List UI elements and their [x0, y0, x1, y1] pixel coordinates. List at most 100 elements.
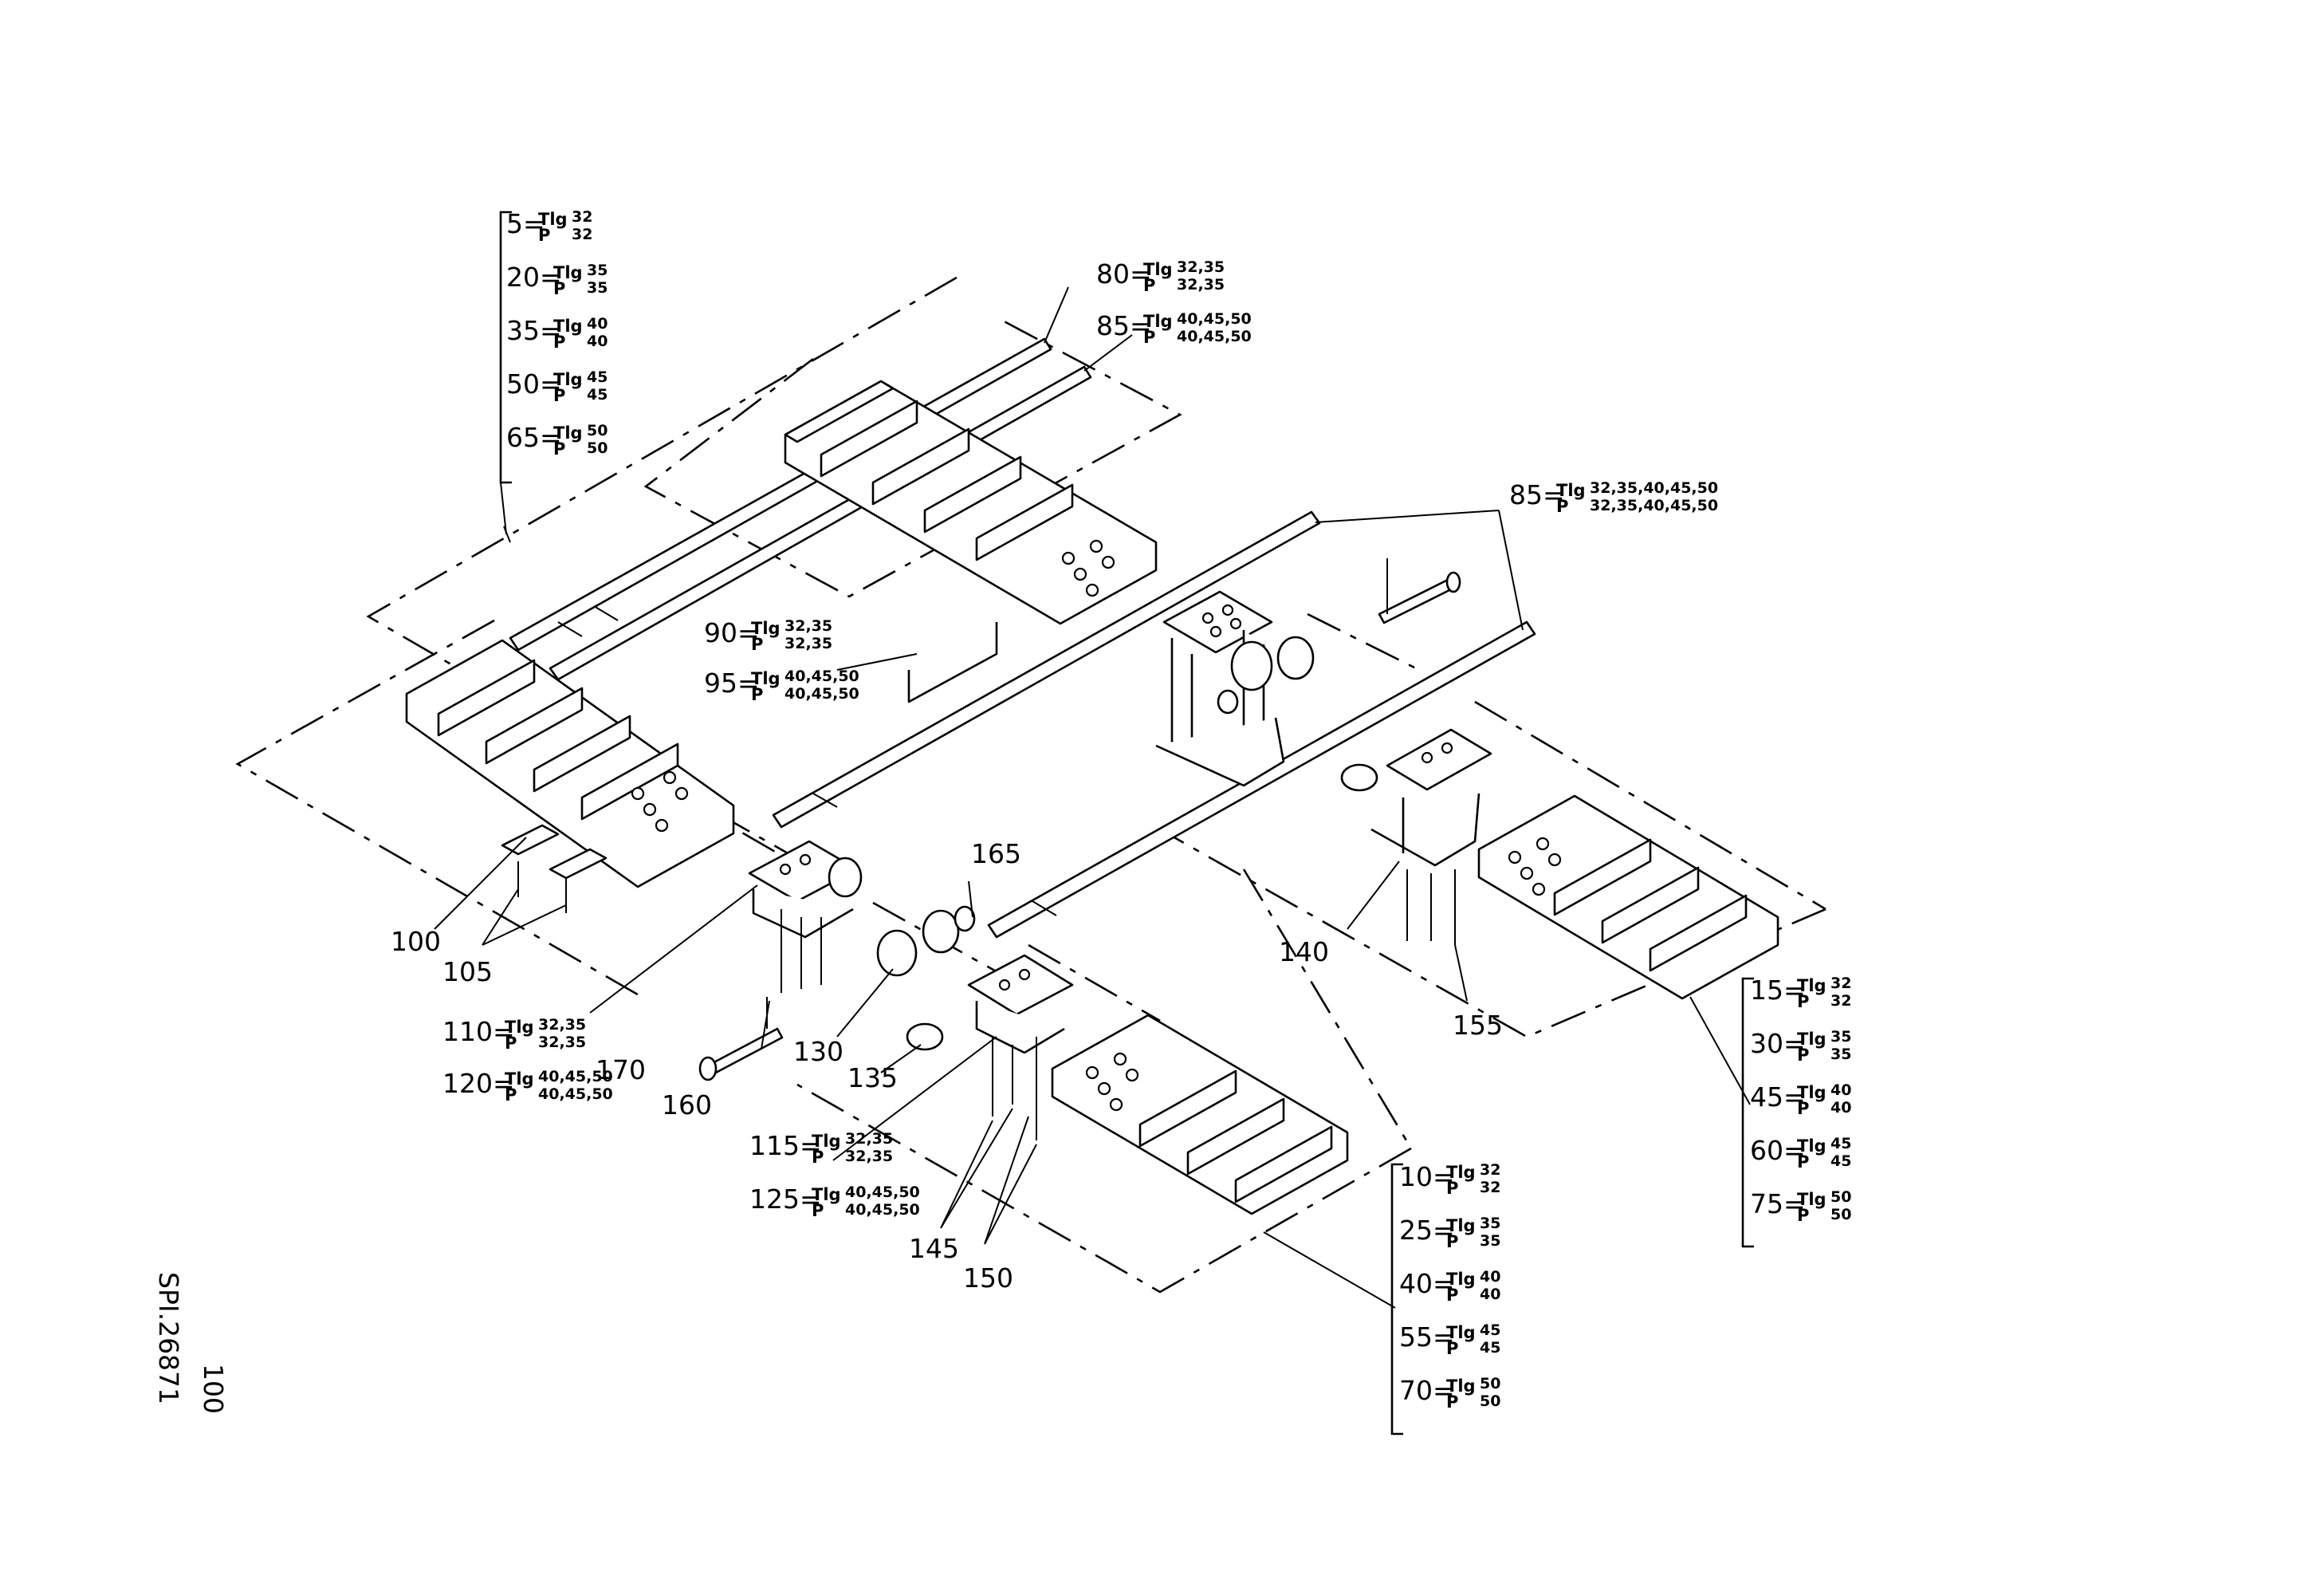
bom-ref: 15=	[1750, 975, 1806, 1006]
bom-ref: 120=	[442, 1068, 515, 1099]
tlg-value: 50	[1480, 1375, 1500, 1392]
p-value: 50	[1480, 1392, 1500, 1410]
p-value: 40,45,50	[538, 1085, 613, 1103]
tlg-value: 40	[1480, 1268, 1500, 1286]
pad-right	[1477, 794, 1779, 1000]
p-value: 50	[1830, 1206, 1851, 1223]
bom-ref: 25=	[1399, 1215, 1455, 1246]
p-label: P	[553, 439, 565, 459]
bom-ref: 125=	[749, 1183, 822, 1215]
tlg-label: Tlg	[1797, 1083, 1827, 1102]
tlg-value: 40,45,50	[538, 1068, 613, 1085]
tlg-label: Tlg	[1797, 976, 1827, 995]
p-value: 32,35	[538, 1034, 586, 1051]
tlg-label: Tlg	[1556, 481, 1586, 500]
p-value: 32	[572, 226, 592, 243]
rail-middle	[772, 510, 1321, 829]
tlg-value: 50	[1830, 1188, 1851, 1206]
tlg-value: 40,45,50	[784, 668, 859, 685]
p-label: P	[1446, 1339, 1458, 1358]
tlg-label: Tlg	[553, 317, 583, 336]
bom-ref: 20=	[506, 262, 562, 293]
p-value: 32	[1480, 1179, 1500, 1196]
tlg-value: 32,35	[845, 1130, 893, 1148]
sheet-number: 100	[198, 1364, 229, 1414]
bom-ref: 40=	[1399, 1268, 1455, 1299]
callout-165: 165	[971, 838, 1021, 869]
tlg-label: Tlg	[812, 1132, 841, 1151]
bom-ref: 50=	[506, 368, 562, 400]
bom-ref: 70=	[1399, 1375, 1455, 1406]
p-value: 45	[587, 386, 608, 404]
clip-90	[907, 622, 998, 703]
tlg-value: 32,35	[1177, 258, 1225, 276]
tlg-value: 32,35,40,45,50	[1590, 479, 1718, 497]
callout-100: 100	[391, 926, 441, 957]
callout-140: 140	[1279, 936, 1329, 967]
bom-ref: 110=	[442, 1016, 515, 1047]
p-label: P	[751, 635, 763, 654]
tlg-label: Tlg	[1446, 1323, 1476, 1342]
p-value: 40,45,50	[784, 685, 859, 703]
tlg-label: Tlg	[553, 263, 583, 282]
p-label: P	[1143, 328, 1155, 347]
bom-ref: 85=	[1509, 479, 1565, 510]
tlg-value: 45	[1830, 1135, 1851, 1152]
bom-ref: 115=	[749, 1130, 822, 1161]
bom-ref: 80=	[1096, 258, 1152, 289]
p-label: P	[1797, 1152, 1809, 1172]
tlg-label: Tlg	[1446, 1163, 1476, 1182]
tlg-label: Tlg	[538, 210, 568, 229]
tlg-value: 32	[1830, 975, 1851, 992]
p-label: P	[505, 1034, 517, 1053]
p-label: P	[1556, 497, 1568, 516]
pad-left	[405, 639, 735, 888]
tlg-value: 32	[572, 208, 592, 226]
tlg-label: Tlg	[1797, 1030, 1827, 1049]
p-label: P	[1446, 1232, 1458, 1251]
p-label: P	[1446, 1179, 1458, 1198]
p-label: P	[1446, 1286, 1458, 1305]
p-label: P	[1797, 992, 1809, 1011]
tlg-label: Tlg	[553, 423, 583, 443]
p-label: P	[553, 386, 565, 405]
bom-ref: 95=	[704, 668, 760, 699]
p-value: 35	[587, 279, 608, 297]
callout-155: 155	[1453, 1010, 1503, 1041]
bracket-right	[1340, 728, 1492, 945]
pin-160	[708, 1027, 784, 1075]
tlg-value: 35	[1480, 1215, 1500, 1232]
bracket-bottom	[967, 954, 1074, 1140]
p-label: P	[553, 279, 565, 298]
small-parts	[501, 622, 998, 1081]
p-value: 32,35	[845, 1148, 893, 1165]
p-label: P	[538, 226, 550, 245]
p-value: 40,45,50	[845, 1201, 920, 1219]
bom-ref: 35=	[506, 315, 562, 346]
tlg-label: Tlg	[812, 1185, 841, 1204]
phantom-outlines	[235, 276, 1827, 1294]
tlg-label: Tlg	[1797, 1190, 1827, 1209]
pad-bottom	[1051, 1014, 1349, 1215]
bom-ref: 30=	[1750, 1028, 1806, 1059]
